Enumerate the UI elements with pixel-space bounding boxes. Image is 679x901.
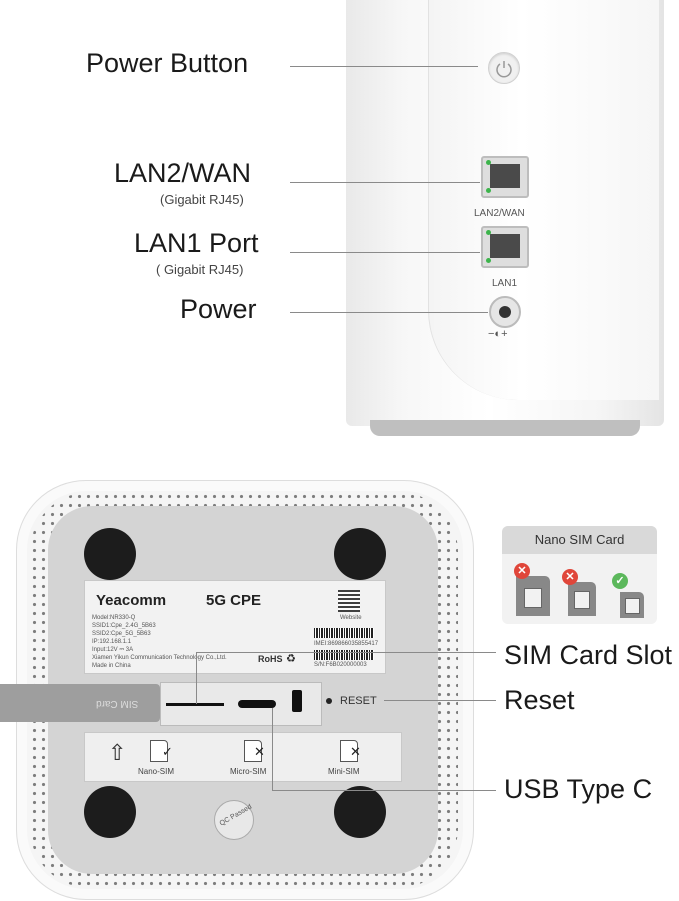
- sim-chip-icon: [574, 591, 590, 609]
- rubber-foot: [334, 786, 386, 838]
- usb-port-slot[interactable]: [292, 690, 302, 712]
- leader-line: [272, 790, 496, 791]
- rj45-port-icon: [490, 164, 520, 188]
- sim-chip-icon: [524, 588, 542, 608]
- label-model: Model:NR330-Q: [92, 615, 136, 621]
- callout-lan2-wan-subtitle: (Gigabit RJ45): [160, 192, 244, 207]
- rohs-mark: RoHS: [258, 654, 283, 664]
- leader-line: [384, 700, 496, 701]
- power-polarity-symbol: −◐+: [488, 328, 508, 340]
- reset-button[interactable]: [326, 698, 332, 704]
- dc-jack-icon[interactable]: [489, 296, 521, 328]
- up-arrow-icon: ⇧: [108, 740, 127, 765]
- product-label-sticker: [84, 580, 386, 674]
- label-input: Input:12V ⎓ 3A: [92, 647, 134, 653]
- check-mark-icon: ✓: [162, 744, 173, 759]
- port-led-icon: [486, 160, 491, 165]
- nano-sim-inset-title: Nano SIM Card: [534, 532, 625, 547]
- nano-sim-inset-header: [502, 526, 657, 554]
- port-caption-lan2-wan: LAN2/WAN: [474, 208, 525, 219]
- label-maker: Xiamen Yikun Communication Technology Co…: [92, 655, 227, 661]
- barcode-imei: [314, 628, 374, 638]
- cross-mark-icon: ✕: [254, 744, 265, 759]
- label-ip: IP:192.168.1.1: [92, 639, 132, 645]
- callout-reset: Reset: [504, 685, 575, 715]
- label-imei: IMEI:869866035855417: [314, 641, 379, 647]
- check-mark-icon: ✓: [612, 573, 628, 589]
- cross-mark-icon: ✕: [514, 563, 530, 579]
- leader-line: [290, 252, 480, 253]
- callout-power-button: Power Button: [86, 48, 249, 78]
- rubber-foot: [84, 528, 136, 580]
- cross-mark-icon: ✕: [562, 569, 578, 585]
- sim-card-tray[interactable]: [0, 684, 160, 722]
- power-icon: [496, 61, 512, 78]
- leader-line: [196, 652, 496, 653]
- label-website: Website: [340, 615, 362, 621]
- leader-line: [290, 312, 488, 313]
- callout-lan2-wan: LAN2/WAN: [114, 158, 252, 188]
- callout-power: Power: [180, 294, 257, 324]
- port-led-icon: [486, 188, 491, 193]
- port-caption-lan1: LAN1: [492, 278, 518, 289]
- lan2-wan-port-icon[interactable]: [481, 156, 529, 198]
- label-made-in: Made in China: [92, 663, 131, 669]
- leader-line: [290, 182, 480, 183]
- sim-card-icon: [244, 740, 262, 762]
- rubber-foot: [84, 786, 136, 838]
- rubber-foot: [334, 528, 386, 580]
- callout-lan1-port: LAN1 Port: [134, 228, 259, 258]
- sim-chip-icon: [625, 598, 640, 614]
- router-tower-foot: [370, 420, 640, 436]
- brand-name: Yeacomm: [96, 592, 167, 609]
- callout-sim-card-slot: SIM Card Slot: [504, 640, 673, 670]
- callout-usb-type-c: USB Type C: [504, 774, 653, 804]
- label-ssid1: SSID1:Cpe_2.4G_5B63: [92, 623, 156, 629]
- recycle-icon: ♻: [286, 653, 296, 665]
- rj45-port-icon: [490, 234, 520, 258]
- sim-card-icon: [340, 740, 358, 762]
- power-button-icon[interactable]: [488, 52, 520, 84]
- guide-mini-sim: Mini-SIM: [328, 767, 360, 776]
- port-led-icon: [486, 230, 491, 235]
- router-back-panel: [428, 0, 659, 400]
- callout-lan1-port-subtitle: ( Gigabit RJ45): [156, 262, 244, 277]
- reset-label: RESET: [340, 695, 377, 707]
- guide-nano-sim: Nano-SIM: [138, 767, 175, 776]
- label-serial: S/N:F6B020000003: [314, 662, 367, 668]
- sim-card-slot[interactable]: [166, 703, 224, 706]
- sim-tray-label: SIM Card: [96, 698, 139, 709]
- cross-mark-icon: ✕: [350, 744, 361, 759]
- barcode-serial: [314, 650, 374, 660]
- leader-line: [196, 652, 197, 704]
- port-led-icon: [486, 258, 491, 263]
- guide-micro-sim: Micro-SIM: [230, 767, 267, 776]
- qc-passed-badge: [214, 800, 254, 840]
- leader-line: [272, 708, 273, 790]
- product-name: 5G CPE: [206, 592, 262, 609]
- sim-card-icon: [150, 740, 168, 762]
- leader-line: [290, 66, 478, 67]
- label-ssid2: SSID2:Cpe_5G_5B63: [92, 631, 151, 637]
- usb-type-c-port[interactable]: [238, 700, 276, 708]
- qr-code-icon: [338, 590, 360, 612]
- lan1-port-icon[interactable]: [481, 226, 529, 268]
